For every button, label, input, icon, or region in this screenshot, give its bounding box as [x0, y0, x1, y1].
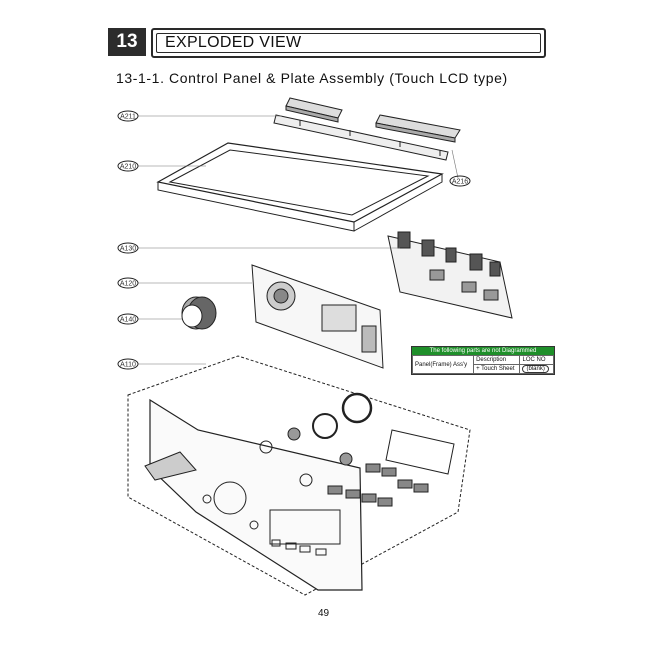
callout-label: A110 — [120, 362, 136, 369]
section-title: EXPLODED VIEW — [156, 33, 541, 53]
frame-part-a120 — [251, 264, 384, 369]
legend-table: Panel(Frame) Ass'y Description LOC NO + … — [411, 355, 554, 374]
callout-label: A140 — [120, 317, 136, 324]
knob-part-a140 — [181, 296, 217, 330]
legend-item-description: + Touch Sheet — [473, 364, 521, 374]
section-number: 13 — [116, 31, 138, 52]
callout-ovals — [117, 110, 471, 370]
callout-label: A120 — [120, 281, 136, 288]
callout-label: A210 — [120, 164, 136, 171]
legend-header: The following parts are not Diagrammed — [412, 347, 554, 355]
page-subtitle: 13-1-1. Control Panel & Plate Assembly (… — [116, 70, 508, 86]
callout-label: A216 — [452, 179, 468, 186]
leader-lines — [138, 115, 459, 365]
legend-col-description: Description — [473, 355, 521, 365]
section-number-badge: 13 — [108, 28, 146, 56]
section-title-frame: EXPLODED VIEW — [151, 28, 546, 58]
legend-item-loc: (blank) — [522, 365, 549, 373]
not-diagrammed-parts-table: The following parts are not Diagrammed P… — [411, 346, 555, 375]
callout-label: A130 — [120, 246, 136, 253]
page-number: 49 — [318, 608, 330, 619]
legend-row-label: Panel(Frame) Ass'y — [411, 355, 475, 374]
top-plate-part-a210 — [156, 142, 444, 232]
callout-label: A211 — [120, 114, 136, 121]
legend-col-loc: LOC NO — [519, 355, 554, 365]
pcb-part-a130 — [387, 231, 513, 319]
panel-part-a110 — [127, 355, 471, 596]
bracket-part-a211 — [273, 97, 461, 161]
